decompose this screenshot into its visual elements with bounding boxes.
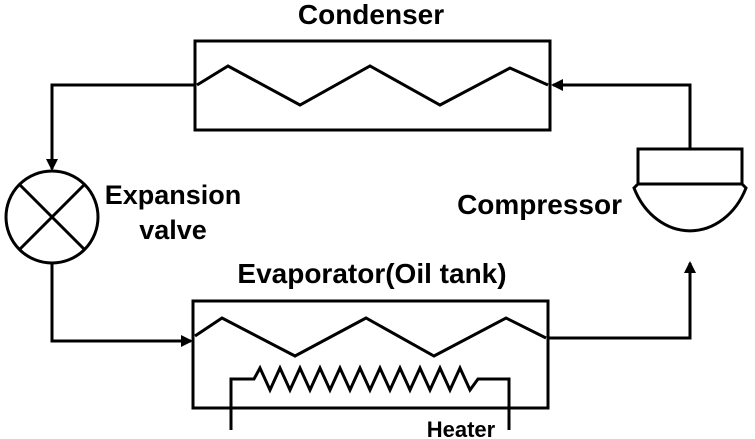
expansion-valve-label-line2: valve bbox=[139, 215, 207, 245]
heater: Heater bbox=[229, 364, 511, 439]
pipe-expansion-valve-to-evaporator bbox=[50, 263, 193, 347]
evaporator: Evaporator(Oil tank) bbox=[191, 258, 550, 410]
expansion-valve-cross-b bbox=[18, 183, 86, 251]
evaporator-box bbox=[191, 299, 550, 410]
condenser-label: Condenser bbox=[298, 0, 444, 30]
compressor-body bbox=[632, 182, 748, 233]
heater-label: Heater bbox=[427, 417, 496, 439]
pipe-evaporator-to-compressor bbox=[548, 261, 696, 340]
condenser-coil bbox=[196, 64, 549, 107]
heater-resistor bbox=[229, 364, 511, 430]
pipe-compressor-to-condenser bbox=[551, 79, 692, 149]
condenser: Condenser bbox=[193, 0, 552, 132]
compressor-head bbox=[636, 147, 744, 186]
pipe-condenser-to-expansion-valve bbox=[46, 83, 195, 171]
expansion-valve: Expansion valve bbox=[4, 169, 242, 265]
condenser-box bbox=[193, 39, 552, 132]
evaporator-label: Evaporator(Oil tank) bbox=[237, 258, 506, 289]
evaporator-coil bbox=[194, 316, 547, 358]
expansion-valve-label-line1: Expansion bbox=[105, 180, 242, 210]
piping bbox=[46, 79, 696, 347]
compressor: Compressor bbox=[457, 147, 748, 233]
compressor-label: Compressor bbox=[457, 189, 622, 220]
